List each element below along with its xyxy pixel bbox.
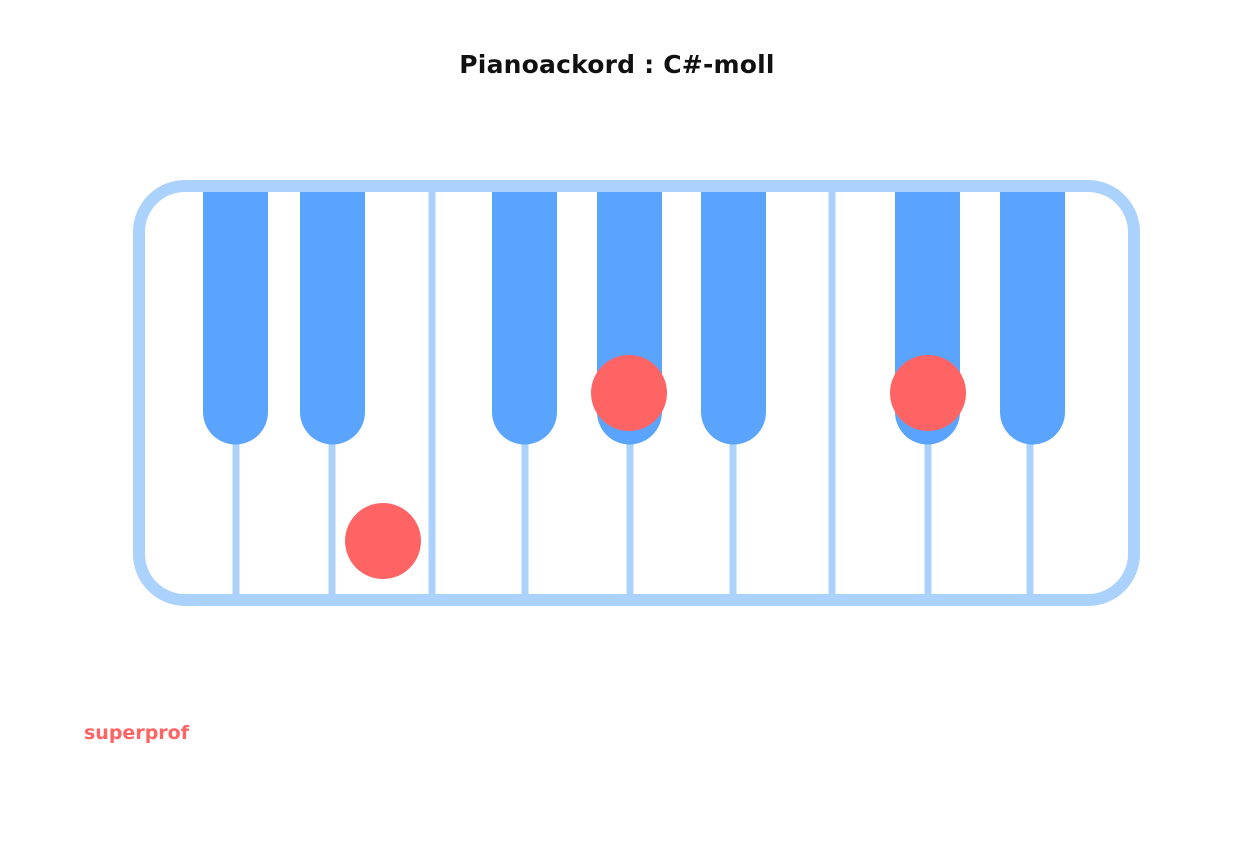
- note-marker-g-sharp: [890, 355, 966, 431]
- diagram-title: Pianoackord : C#-moll: [459, 50, 775, 79]
- white-key-dividers: [232, 190, 1034, 596]
- black-key: [701, 190, 766, 445]
- note-marker-c-sharp: [591, 355, 667, 431]
- note-marker-e: [345, 503, 421, 579]
- black-key: [1000, 190, 1065, 445]
- black-key: [203, 190, 268, 445]
- black-key: [492, 190, 557, 445]
- keyboard-frame: [133, 180, 1140, 606]
- black-key: [300, 190, 365, 445]
- superprof-logo: superprof: [84, 722, 189, 744]
